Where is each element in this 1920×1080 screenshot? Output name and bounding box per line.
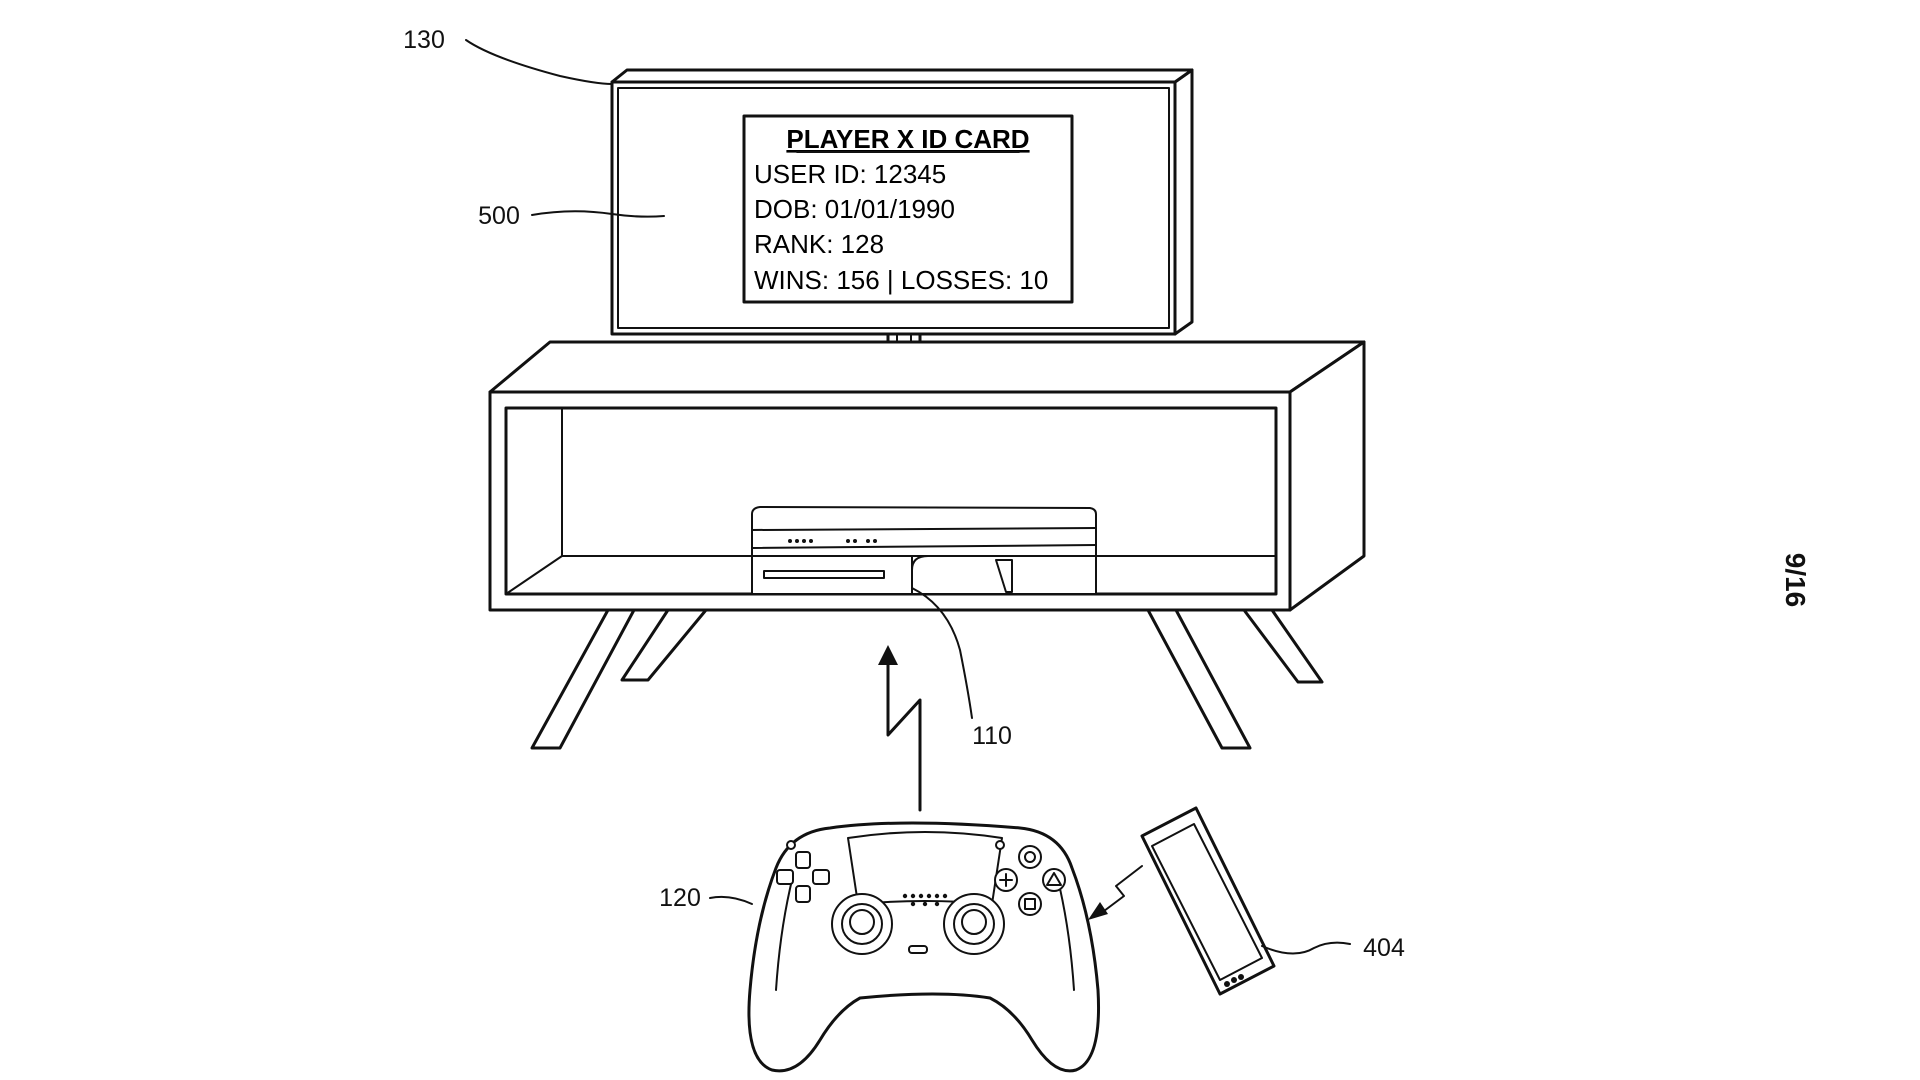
controller-speaker bbox=[902, 893, 948, 907]
id-card: PLAYER X ID CARD USER ID: 12345 DOB: 01/… bbox=[742, 114, 1074, 304]
cabinet-leg-front-right bbox=[1146, 608, 1252, 750]
ref-500: 500 bbox=[478, 202, 665, 230]
smartphone bbox=[1140, 806, 1276, 996]
ref-130: 130 bbox=[403, 26, 613, 85]
id-card-rank: RANK: 128 bbox=[754, 229, 884, 259]
id-card-record: WINS: 156 | LOSSES: 10 bbox=[754, 265, 1048, 295]
right-analog-stick bbox=[943, 893, 1005, 955]
face-buttons bbox=[994, 845, 1066, 916]
cabinet-leg-front-left bbox=[530, 608, 636, 750]
left-analog-stick bbox=[831, 893, 893, 955]
ref-120: 120 bbox=[659, 884, 753, 912]
id-card-dob: DOB: 01/01/1990 bbox=[754, 194, 955, 224]
create-button bbox=[786, 840, 796, 850]
cabinet-leg-back-left bbox=[620, 608, 708, 682]
ref-label-130: 130 bbox=[403, 26, 445, 54]
options-button bbox=[995, 840, 1005, 850]
game-console bbox=[751, 506, 1097, 595]
sheet-number: 9/16 bbox=[1780, 553, 1811, 608]
mute-button bbox=[908, 945, 928, 954]
ref-110: 110 bbox=[911, 587, 1012, 750]
ref-label-110: 110 bbox=[972, 722, 1012, 750]
id-card-user-id: USER ID: 12345 bbox=[754, 159, 946, 189]
ref-label-120: 120 bbox=[659, 884, 701, 912]
wireless-signal-arrow bbox=[878, 645, 922, 812]
wireless-signal-arrow-phone bbox=[1088, 865, 1143, 920]
dpad-icon bbox=[776, 851, 830, 903]
id-card-title: PLAYER X ID CARD bbox=[786, 124, 1029, 154]
id-card-frame bbox=[742, 114, 1074, 304]
ref-404: 404 bbox=[1261, 934, 1405, 962]
cabinet-leg-back-right bbox=[1242, 608, 1324, 684]
game-controller bbox=[747, 821, 1100, 1073]
ref-label-500: 500 bbox=[478, 202, 520, 230]
console-vents bbox=[788, 539, 877, 543]
ref-label-404: 404 bbox=[1363, 934, 1405, 962]
